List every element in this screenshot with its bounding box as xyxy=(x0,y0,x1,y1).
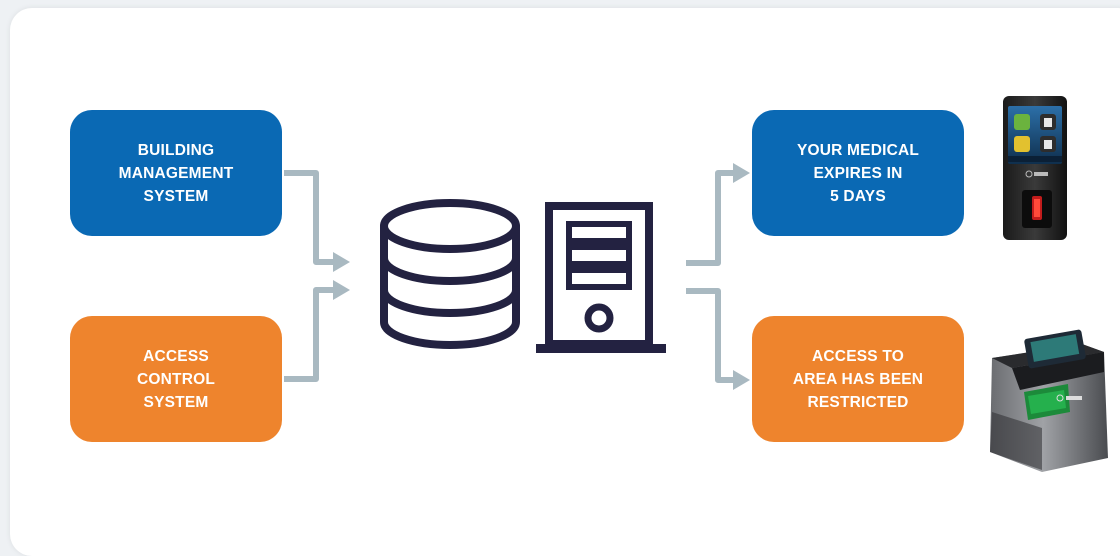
wall-terminal-reader-icon xyxy=(1003,96,1067,240)
server-tower-icon xyxy=(536,202,666,353)
arrowhead-building xyxy=(333,252,350,272)
output-arrowheads xyxy=(733,163,750,390)
input-arrowheads xyxy=(333,252,350,300)
database-icon xyxy=(380,199,520,349)
fingerprint-scanner-icon xyxy=(990,329,1108,472)
connector-hub-to-restricted xyxy=(686,288,734,383)
medical-expiry-message-label: YOUR MEDICAL EXPIRES IN 5 DAYS xyxy=(796,141,920,205)
arrowhead-medical xyxy=(733,163,750,183)
arrowhead-restricted xyxy=(733,370,750,390)
connector-access-to-hub xyxy=(284,287,334,382)
access-restricted-message-label: ACCESS TO AREA HAS BEEN RESTRICTED xyxy=(792,347,924,411)
input-connectors xyxy=(284,170,334,382)
connector-hub-to-medical xyxy=(686,170,734,266)
building-management-system-label: BUILDING MANAGEMENT SYSTEM xyxy=(118,141,234,205)
connector-building-to-hub xyxy=(284,170,334,265)
diagram-card xyxy=(10,8,1120,556)
output-connectors xyxy=(686,170,734,383)
arrowhead-access xyxy=(333,280,350,300)
building-management-system-box: BUILDING MANAGEMENT SYSTEM xyxy=(70,110,282,236)
access-control-system-label: ACCESS CONTROL SYSTEM xyxy=(136,347,216,411)
medical-expiry-message-box: YOUR MEDICAL EXPIRES IN 5 DAYS xyxy=(752,110,964,236)
access-control-system-box: ACCESS CONTROL SYSTEM xyxy=(70,316,282,442)
diagram-graphics xyxy=(284,96,1108,472)
access-restricted-message-box: ACCESS TO AREA HAS BEEN RESTRICTED xyxy=(752,316,964,442)
